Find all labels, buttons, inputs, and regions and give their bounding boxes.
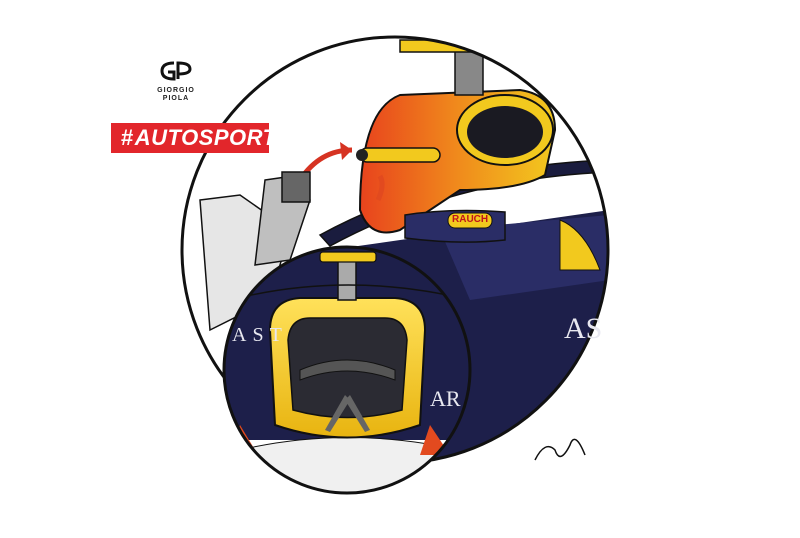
inset-sponsor-text: AST bbox=[232, 324, 288, 346]
mirror-sponsor-text: RAUCH bbox=[452, 214, 489, 225]
autosport-wordmark: AUTOSPORT bbox=[134, 125, 277, 150]
giorgio-piola-logo: GIORGIO PIOLA bbox=[146, 60, 206, 103]
autosport-logo: #AUTOSPORT bbox=[111, 123, 276, 153]
artist-name-last: PIOLA bbox=[162, 95, 190, 102]
artist-signature bbox=[534, 438, 586, 461]
inset-sponsor-text-lower: AR bbox=[430, 386, 461, 411]
sidepod-sponsor-text: AS bbox=[564, 312, 603, 345]
inset-detail-circle bbox=[224, 247, 470, 493]
artist-name-first: GIORGIO bbox=[157, 87, 195, 94]
hash-icon: # bbox=[121, 125, 134, 150]
gp-logo-icon bbox=[160, 61, 192, 81]
